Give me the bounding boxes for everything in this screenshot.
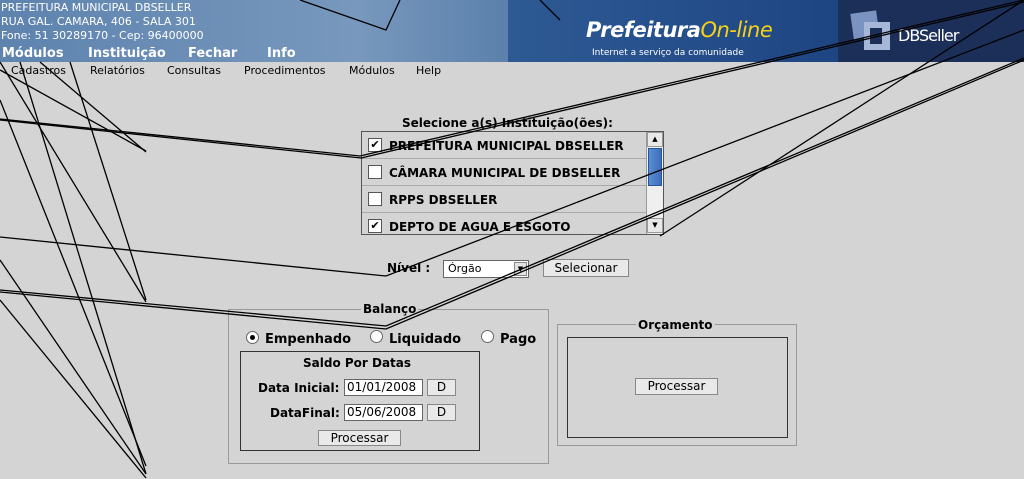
institution-row[interactable]: ✔ PREFEITURA MUNICIPAL DBSELLER [362,132,646,159]
sub-menu: Cadastros Relatórios Consultas Procedime… [0,62,1024,80]
radio-liquidado[interactable] [370,330,383,343]
saldo-processar-button[interactable]: Processar [318,430,401,446]
orcamento-processar-button[interactable]: Processar [635,378,718,395]
data-final-date-button[interactable]: D [427,404,456,421]
selecionar-button[interactable]: Selecionar [543,259,629,277]
institution-row[interactable]: CÂMARA MUNICIPAL DE DBSELLER [362,159,646,186]
institution-row[interactable]: RPPS DBSELLER [362,186,646,213]
menu-modulos[interactable]: Módulos [2,46,64,61]
chevron-down-icon[interactable]: ▼ [514,262,527,276]
brand-logo: PrefeituraOn-line [586,18,773,42]
submenu-modulos[interactable]: Módulos [349,64,395,77]
menu-fechar[interactable]: Fechar [188,46,238,61]
institution-checkbox[interactable]: ✔ [368,219,382,233]
radio-empenhado-label: Empenhado [265,332,352,347]
brand-accent: On-line [700,18,773,42]
submenu-relatorios[interactable]: Relatórios [90,64,145,77]
data-final-input[interactable]: 05/06/2008 [344,404,423,421]
submenu-procedimentos[interactable]: Procedimentos [244,64,326,77]
vendor-name: DBSeller [898,26,959,45]
data-inicial-date-button[interactable]: D [427,379,456,396]
org-address: RUA GAL. CAMARA, 406 - SALA 301 [1,15,196,28]
org-contact: Fone: 51 30289170 - Cep: 96400000 [1,29,204,42]
brand-main: Prefeitura [586,18,701,42]
menu-info[interactable]: Info [267,46,296,61]
orcamento-title: Orçamento [636,318,715,332]
radio-pago-label: Pago [500,332,537,347]
nivel-label: Nível : [387,261,431,275]
brand-tagline: Internet a serviço da comunidade [592,48,744,58]
saldo-por-datas-group [240,351,480,451]
institution-row[interactable]: ✔ DEPTO DE AGUA E ESGOTO [362,213,646,234]
submenu-help[interactable]: Help [416,64,442,77]
org-name: PREFEITURA MUNICIPAL DBSELLER [1,1,192,14]
data-inicial-label: Data Inicial: [258,381,340,395]
institutions-scrollbar[interactable]: ▲ ▼ [646,132,663,234]
header-banner: PREFEITURA MUNICIPAL DBSELLER RUA GAL. C… [0,0,1024,62]
institutions-list: ✔ PREFEITURA MUNICIPAL DBSELLER CÂMARA M… [361,131,664,235]
institution-label: CÂMARA MUNICIPAL DE DBSELLER [389,166,621,180]
orcamento-inner-box [567,337,788,438]
scrollbar-thumb[interactable] [648,148,662,186]
submenu-cadastros[interactable]: Cadastros [11,64,66,77]
nivel-selected-value: Órgão [448,262,482,275]
institution-checkbox[interactable] [368,165,382,179]
institutions-title: Selecione a(s) Instituição(ões): [402,116,613,130]
balanco-title: Balanço [361,302,419,316]
institution-label: RPPS DBSELLER [389,193,498,207]
radio-empenhado[interactable] [246,331,259,344]
institution-checkbox[interactable] [368,192,382,206]
radio-pago[interactable] [481,330,494,343]
submenu-consultas[interactable]: Consultas [167,64,221,77]
scroll-down-icon[interactable]: ▼ [647,218,663,233]
nivel-select[interactable]: Órgão ▼ [443,260,529,278]
radio-liquidado-label: Liquidado [389,332,462,347]
institution-checkbox[interactable]: ✔ [368,138,382,152]
institution-label: PREFEITURA MUNICIPAL DBSELLER [389,139,624,153]
menu-instituicao[interactable]: Instituição [88,46,166,61]
saldo-title: Saldo Por Datas [303,356,412,370]
institution-label: DEPTO DE AGUA E ESGOTO [389,220,571,234]
scroll-up-icon[interactable]: ▲ [647,132,663,147]
data-final-label: DataFinal: [270,406,340,420]
dbseller-logo-icon [850,10,890,50]
data-inicial-input[interactable]: 01/01/2008 [344,379,423,396]
